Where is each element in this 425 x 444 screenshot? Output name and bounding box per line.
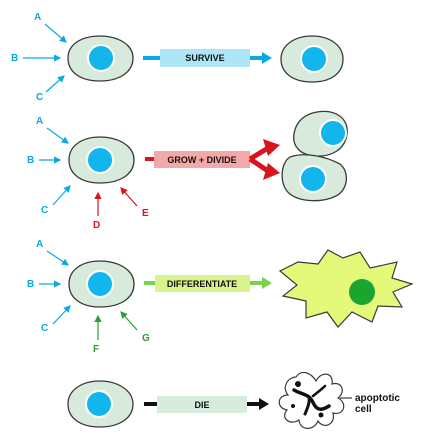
signal-arrow-c	[52, 305, 71, 325]
signal-label-f: F	[93, 344, 99, 355]
nucleus	[86, 270, 114, 298]
grow-divide-box	[154, 151, 250, 168]
signal-label-e: E	[142, 208, 149, 219]
signal-label-d: D	[93, 220, 100, 231]
row-grow-divide: A B C D E GROW + DIVIDE	[27, 110, 348, 231]
signal-label-a: A	[36, 239, 43, 250]
row-die: DIE apoptotic cell	[67, 371, 400, 429]
surviving-cell	[280, 35, 344, 83]
differentiated-cell	[278, 249, 414, 328]
die-arrow: DIE	[144, 396, 269, 413]
daughter-cell-top	[293, 110, 348, 157]
signal-arrow-g	[120, 311, 138, 331]
signal-label-c: C	[41, 205, 48, 216]
row-survive: A B C SURVIVE	[11, 12, 344, 103]
row-differentiate: A B C F G DIFFERENTIATE	[27, 239, 414, 355]
apoptotic-caption-line1: apoptotic	[355, 393, 400, 404]
signal-label-g: G	[142, 333, 150, 344]
nucleus	[300, 45, 328, 73]
survive-arrow: SURVIVE	[143, 49, 272, 67]
signal-arrow-a	[46, 250, 69, 266]
signal-arrow-a	[46, 127, 69, 144]
differentiate-box	[155, 275, 250, 292]
nucleus	[319, 119, 347, 147]
signal-label-c: C	[36, 92, 43, 103]
die-box	[157, 396, 247, 413]
signal-label-b: B	[11, 53, 18, 64]
grow-divide-arrow: GROW + DIVIDE	[145, 139, 280, 180]
cell	[68, 260, 135, 308]
nucleus	[87, 44, 115, 72]
signal-label-b: B	[27, 155, 34, 166]
nucleus	[86, 146, 114, 174]
signal-label-c: C	[41, 323, 48, 334]
grow-divide-label: GROW + DIVIDE	[167, 155, 236, 165]
apoptotic-cell	[278, 371, 345, 429]
cell	[68, 136, 135, 184]
apoptotic-caption-line2: cell	[355, 404, 372, 415]
differentiate-label: DIFFERENTIATE	[167, 279, 237, 289]
nucleus	[85, 390, 113, 418]
signal-label-b: B	[27, 279, 34, 290]
signal-arrow-a	[44, 23, 67, 43]
nucleus	[349, 279, 375, 305]
signal-arrow-e	[120, 187, 138, 207]
daughter-cell-bottom	[281, 154, 347, 202]
cell	[67, 35, 134, 82]
cell	[67, 380, 134, 428]
signal-arrow-c	[45, 75, 65, 93]
differentiate-arrow: DIFFERENTIATE	[144, 275, 272, 292]
nucleus	[299, 165, 327, 193]
die-label: DIE	[194, 400, 209, 410]
signal-label-a: A	[34, 12, 41, 23]
survive-box	[160, 49, 250, 67]
signal-arrow-c	[52, 185, 71, 206]
signal-label-a: A	[36, 116, 43, 127]
survive-label: SURVIVE	[185, 53, 224, 63]
